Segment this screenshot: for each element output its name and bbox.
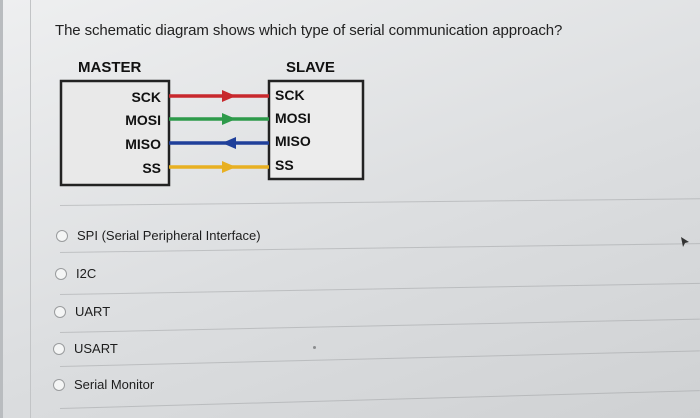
option-spi-radio[interactable] [56, 229, 68, 242]
master-box [59, 79, 171, 187]
wire-miso [169, 137, 269, 149]
screen-speck [313, 346, 316, 349]
option-uart[interactable]: UART [54, 304, 110, 319]
master-pin-ss: SS [142, 160, 161, 176]
option-uart-radio[interactable] [54, 305, 66, 318]
master-pin-mosi: MOSI [125, 112, 161, 128]
option-usart-label: USART [74, 341, 118, 356]
option-i2c-radio[interactable] [55, 267, 67, 280]
option-spi[interactable]: SPI (Serial Peripheral Interface) [56, 228, 261, 243]
option-usart-radio[interactable] [53, 342, 65, 355]
slave-box [267, 79, 365, 181]
slave-pin-mosi: MOSI [275, 110, 311, 126]
option-serial-monitor-radio[interactable] [53, 378, 65, 391]
margin-divider [30, 0, 31, 418]
wire-ss [169, 161, 269, 173]
option-i2c-label: I2C [76, 266, 97, 281]
master-pin-miso: MISO [125, 136, 161, 152]
option-serial-monitor-label: Serial Monitor [74, 377, 155, 392]
option-uart-label: UART [75, 304, 111, 319]
option-usart[interactable]: USART [53, 341, 118, 356]
wire-sck [169, 90, 269, 102]
slave-pin-miso: MISO [275, 133, 311, 149]
question-text: The schematic diagram shows which type o… [55, 22, 563, 39]
slave-pin-sck: SCK [275, 87, 305, 103]
option-serial-monitor[interactable]: Serial Monitor [53, 377, 154, 392]
cursor-icon [681, 237, 689, 247]
slave-pin-ss: SS [275, 157, 294, 173]
option-i2c[interactable]: I2C [55, 266, 96, 281]
slave-label: SLAVE [286, 59, 335, 76]
wire-mosi [169, 113, 269, 125]
master-pin-sck: SCK [131, 89, 161, 105]
master-label: MASTER [78, 59, 142, 76]
option-spi-label: SPI (Serial Peripheral Interface) [77, 228, 261, 243]
